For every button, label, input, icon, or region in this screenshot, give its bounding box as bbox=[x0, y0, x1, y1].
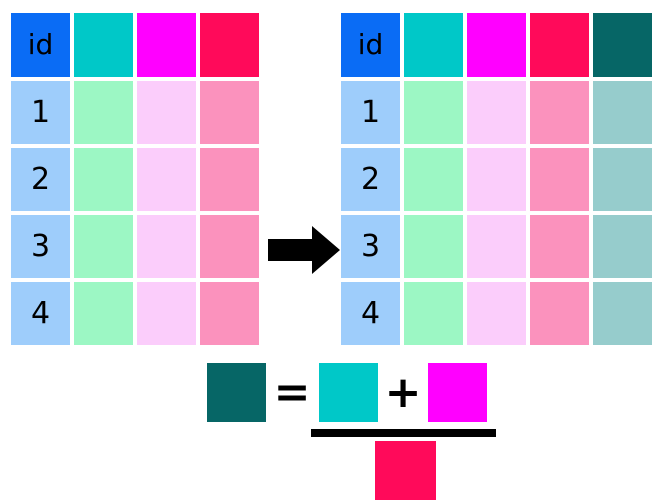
cell-b[interactable] bbox=[137, 81, 196, 144]
cell-value: 2 bbox=[30, 161, 51, 197]
cell-c[interactable] bbox=[200, 81, 259, 144]
column-header-b[interactable] bbox=[137, 13, 196, 77]
formula-crimson-term[interactable] bbox=[375, 441, 436, 500]
cell-value: 1 bbox=[360, 94, 381, 130]
column-header-label: id bbox=[357, 28, 384, 61]
cell-b[interactable] bbox=[467, 81, 526, 144]
column-header-c[interactable] bbox=[200, 13, 259, 77]
formula-result-swatch[interactable] bbox=[207, 363, 266, 422]
cell-derived[interactable] bbox=[593, 282, 652, 345]
cell-value: 1 bbox=[30, 94, 51, 130]
cell-a[interactable] bbox=[404, 148, 463, 211]
column-header-id[interactable]: id bbox=[11, 13, 70, 77]
cell-value: 3 bbox=[30, 228, 51, 264]
cell-derived[interactable] bbox=[593, 81, 652, 144]
cell-a[interactable] bbox=[404, 282, 463, 345]
table-row: 3 bbox=[11, 215, 259, 278]
cell-id[interactable]: 3 bbox=[341, 215, 400, 278]
column-header-a[interactable] bbox=[404, 13, 463, 77]
table-row: 1 bbox=[11, 81, 259, 144]
column-header-id[interactable]: id bbox=[341, 13, 400, 77]
cell-derived[interactable] bbox=[593, 148, 652, 211]
cell-c[interactable] bbox=[200, 215, 259, 278]
cell-derived[interactable] bbox=[593, 215, 652, 278]
table-row: 1 bbox=[341, 81, 652, 144]
table-row: 4 bbox=[341, 282, 652, 345]
transform-arrow bbox=[268, 226, 340, 274]
table-row: 2 bbox=[11, 148, 259, 211]
cell-value: 4 bbox=[30, 295, 51, 331]
column-header-label: id bbox=[27, 28, 54, 61]
cell-b[interactable] bbox=[467, 148, 526, 211]
equals-symbol: = bbox=[273, 367, 311, 418]
column-header-derived[interactable] bbox=[593, 13, 652, 77]
cell-b[interactable] bbox=[137, 215, 196, 278]
cell-id[interactable]: 2 bbox=[341, 148, 400, 211]
cell-id[interactable]: 1 bbox=[341, 81, 400, 144]
cell-a[interactable] bbox=[74, 215, 133, 278]
cell-a[interactable] bbox=[404, 81, 463, 144]
cell-b[interactable] bbox=[467, 215, 526, 278]
cell-b[interactable] bbox=[137, 282, 196, 345]
table-row: 2 bbox=[341, 148, 652, 211]
table-row: 4 bbox=[11, 282, 259, 345]
source-table: id 1 2 3 4 bbox=[11, 13, 259, 345]
table-row: 3 bbox=[341, 215, 652, 278]
cell-a[interactable] bbox=[74, 282, 133, 345]
cell-id[interactable]: 4 bbox=[11, 282, 70, 345]
cell-c[interactable] bbox=[530, 148, 589, 211]
cell-a[interactable] bbox=[404, 215, 463, 278]
cell-c[interactable] bbox=[530, 282, 589, 345]
plus-symbol: + bbox=[384, 367, 422, 418]
cell-id[interactable]: 3 bbox=[11, 215, 70, 278]
cell-c[interactable] bbox=[530, 81, 589, 144]
result-table: id 1 2 3 4 bbox=[341, 13, 652, 345]
cell-value: 2 bbox=[360, 161, 381, 197]
column-header-c[interactable] bbox=[530, 13, 589, 77]
cell-id[interactable]: 1 bbox=[11, 81, 70, 144]
arrow-right-icon bbox=[268, 226, 340, 274]
cell-c[interactable] bbox=[200, 282, 259, 345]
fraction-bar bbox=[311, 429, 496, 437]
cell-value: 3 bbox=[360, 228, 381, 264]
cell-value: 4 bbox=[360, 295, 381, 331]
column-header-b[interactable] bbox=[467, 13, 526, 77]
cell-c[interactable] bbox=[530, 215, 589, 278]
cell-c[interactable] bbox=[200, 148, 259, 211]
formula-magenta-term[interactable] bbox=[428, 363, 487, 422]
cell-id[interactable]: 4 bbox=[341, 282, 400, 345]
cell-b[interactable] bbox=[467, 282, 526, 345]
cell-a[interactable] bbox=[74, 148, 133, 211]
table-header-row: id bbox=[11, 13, 259, 77]
cell-b[interactable] bbox=[137, 148, 196, 211]
table-header-row: id bbox=[341, 13, 652, 77]
cell-a[interactable] bbox=[74, 81, 133, 144]
cell-id[interactable]: 2 bbox=[11, 148, 70, 211]
column-header-a[interactable] bbox=[74, 13, 133, 77]
formula-cyan-term[interactable] bbox=[319, 363, 378, 422]
